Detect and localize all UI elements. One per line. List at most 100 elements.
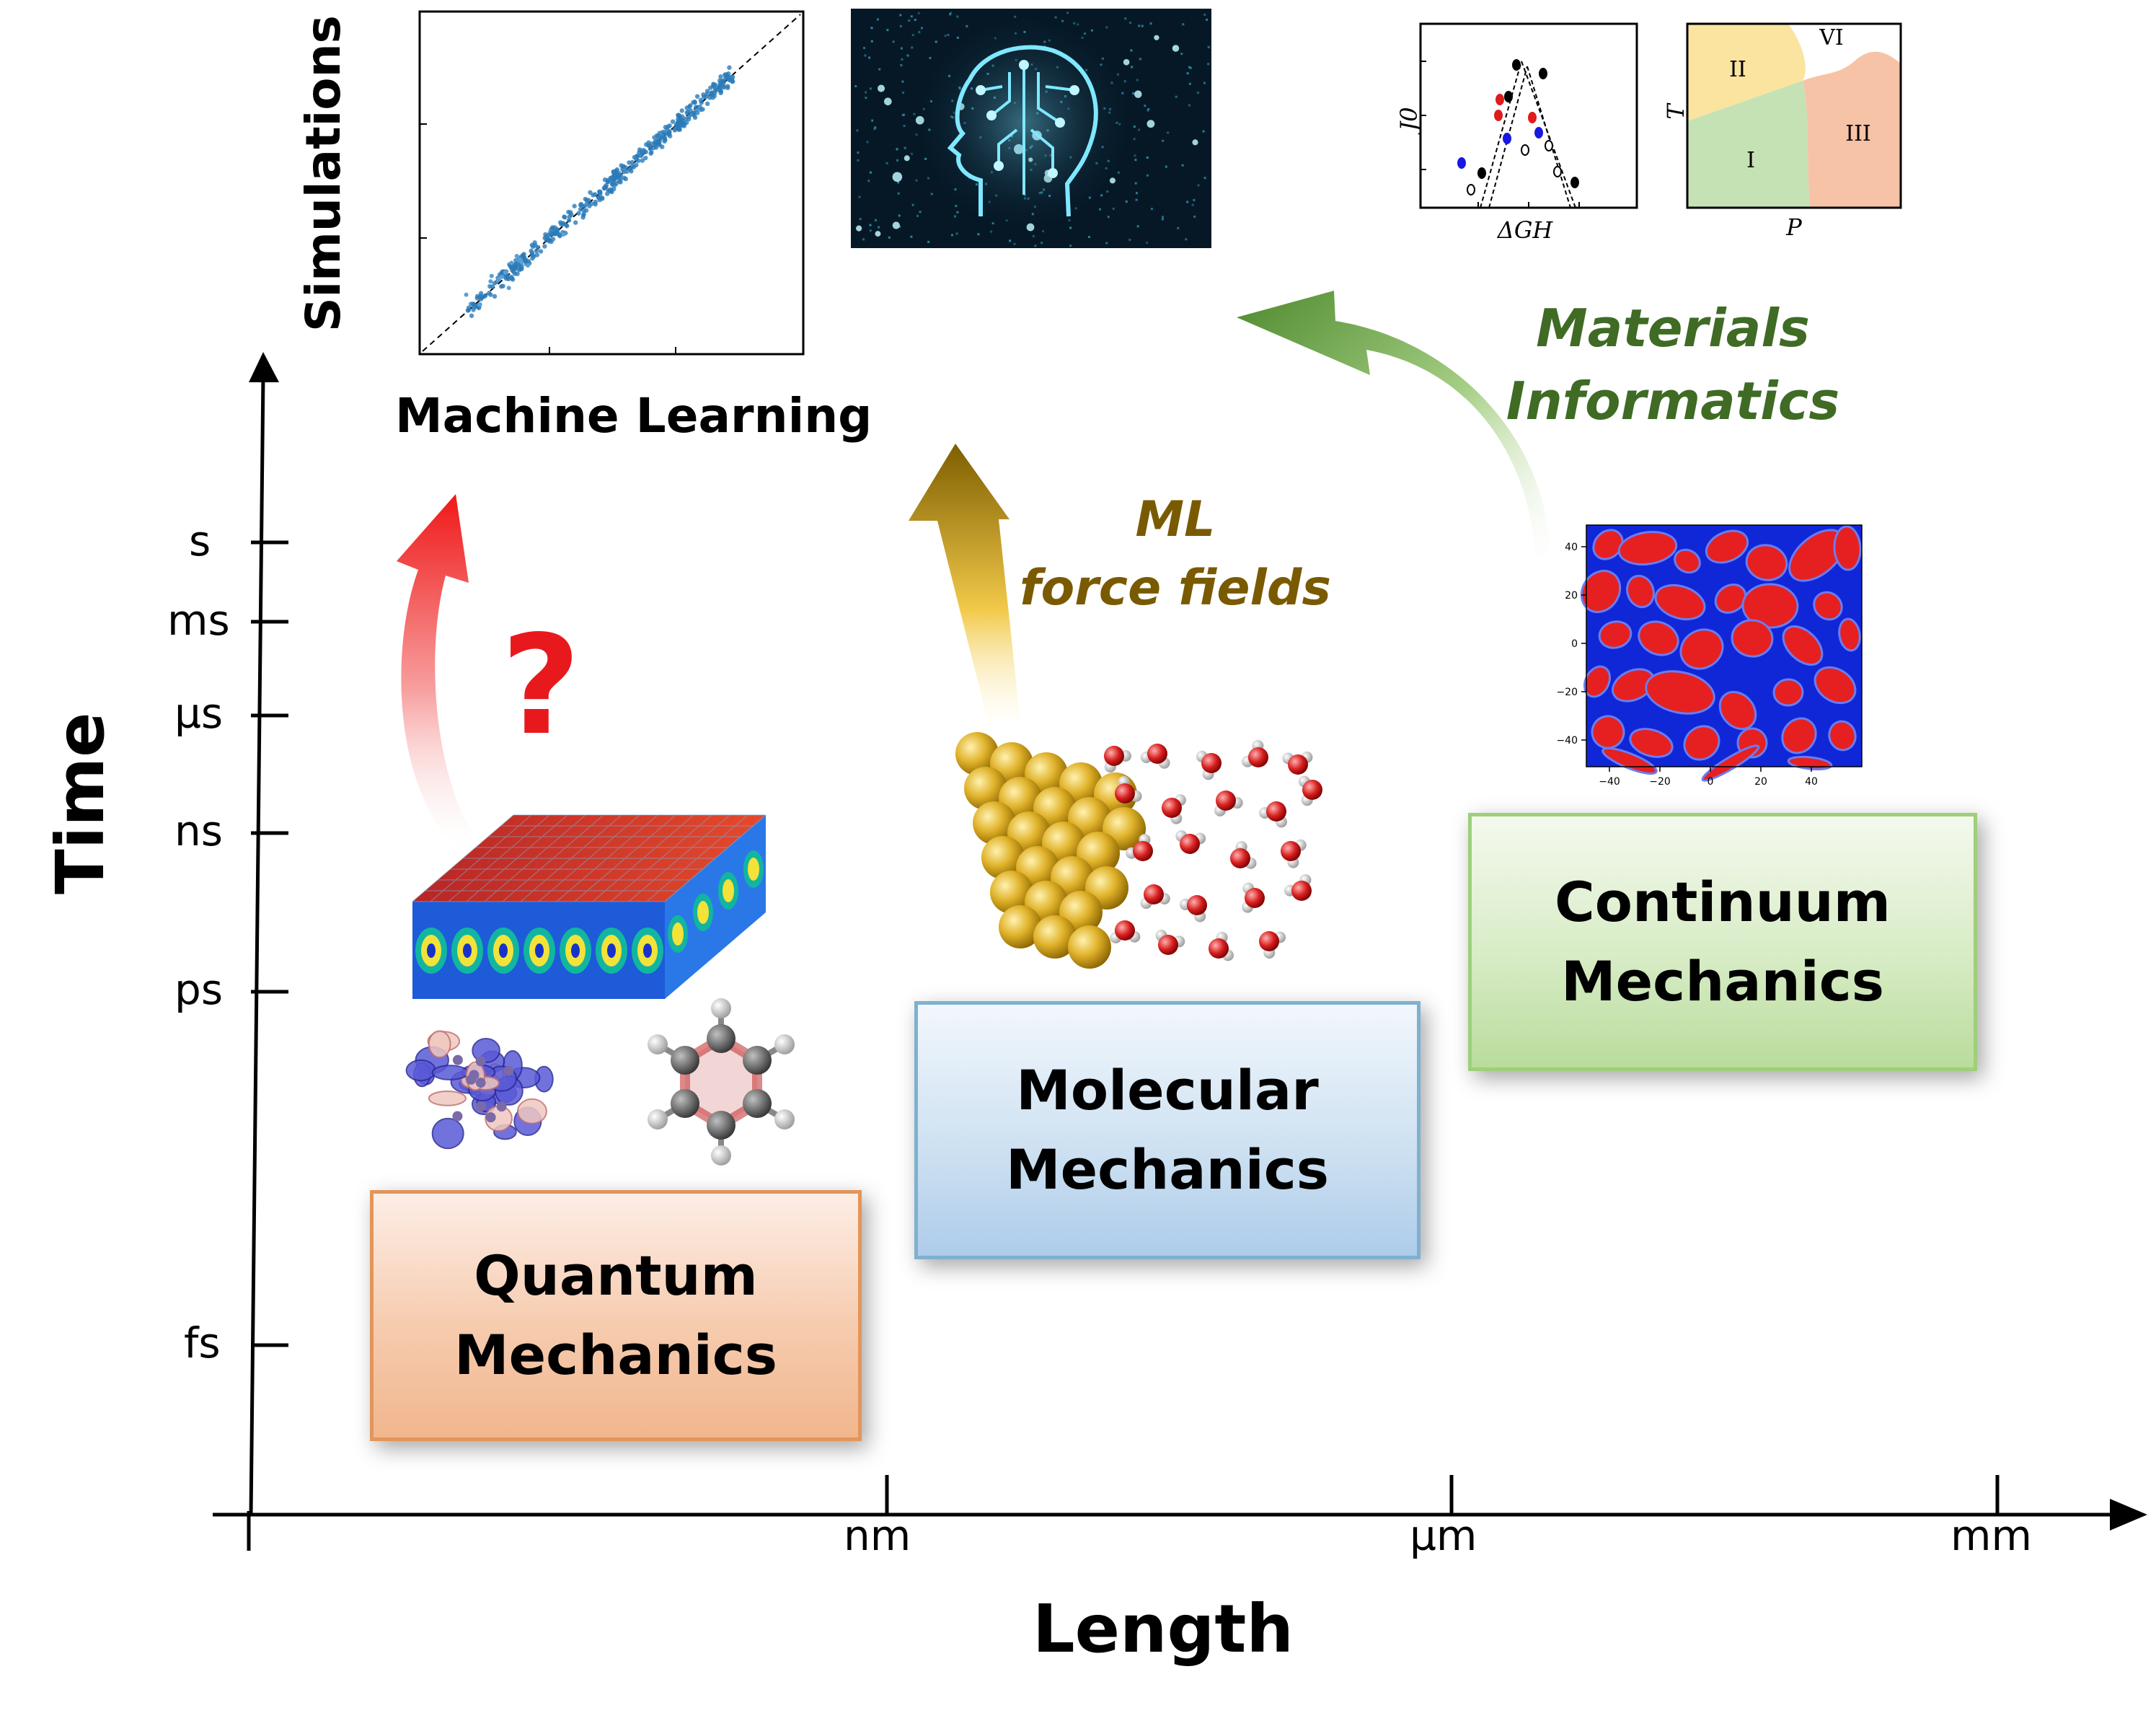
- binary-dot: [863, 46, 866, 49]
- parity-point: [488, 279, 493, 284]
- orbital-atom: [476, 1101, 487, 1111]
- binary-dot: [927, 240, 930, 243]
- binary-dot: [908, 19, 911, 22]
- slab-cell: [748, 858, 759, 881]
- y-tick-ns: ns: [174, 806, 223, 855]
- binary-dot: [865, 91, 867, 94]
- water-oxygen: [1291, 881, 1312, 901]
- parity-point: [652, 135, 657, 140]
- simulations-ylabel: Simulations: [296, 15, 351, 332]
- binary-dot: [1203, 177, 1206, 180]
- parity-point: [478, 295, 483, 300]
- binary-dot: [1128, 239, 1131, 242]
- orbital-lobe: [516, 1098, 547, 1124]
- parity-point: [619, 163, 624, 168]
- binary-dot: [1013, 242, 1016, 245]
- x-tick-um: µm: [1410, 1511, 1477, 1560]
- binary-dot: [901, 80, 904, 83]
- carbon-atom: [671, 1046, 699, 1075]
- phase-blob: [1745, 544, 1788, 581]
- parity-point: [549, 239, 554, 245]
- parity-point: [474, 296, 480, 301]
- binary-dot: [1077, 23, 1079, 26]
- binary-dot: [1131, 66, 1134, 69]
- binary-dot: [1188, 104, 1190, 107]
- water-oxygen: [1245, 888, 1265, 908]
- binary-dot: [903, 125, 906, 128]
- water-oxygen: [1104, 746, 1124, 766]
- parity-point: [679, 108, 684, 113]
- binary-dot: [918, 31, 921, 33]
- parity-point: [684, 110, 689, 115]
- phase-blob: [1718, 690, 1757, 731]
- binary-dot: [1132, 92, 1135, 95]
- binary-dot: [1203, 13, 1206, 16]
- binary-dot: [1188, 66, 1191, 69]
- binary-dot: [1189, 66, 1192, 69]
- parity-point: [487, 283, 492, 289]
- contour-x-tick-label: 40: [1805, 776, 1818, 788]
- continuum-mechanics-box: Continuum Mechanics: [1468, 813, 1977, 1071]
- binary-dot: [1133, 125, 1136, 128]
- water-oxygen: [1144, 884, 1164, 904]
- binary-dot: [1149, 22, 1152, 25]
- binary-dot: [1138, 25, 1141, 27]
- parity-point: [714, 87, 720, 92]
- parity-point: [609, 187, 614, 192]
- hydrogen-atom: [711, 998, 731, 1018]
- parity-point: [730, 74, 735, 79]
- water-oxygen: [1162, 798, 1182, 818]
- binary-dot: [951, 234, 954, 237]
- binary-dot: [1107, 216, 1110, 219]
- binary-dot: [911, 46, 914, 49]
- orbital-atom: [475, 1078, 486, 1088]
- parity-point: [730, 79, 735, 84]
- parity-point: [593, 199, 598, 205]
- binary-dot: [910, 15, 913, 18]
- binary-dot: [956, 15, 959, 18]
- binary-dot: [1136, 79, 1139, 82]
- star-light: [1147, 120, 1155, 128]
- contour-y-tick-label: 40: [1565, 542, 1578, 553]
- binary-dot: [911, 34, 914, 37]
- binary-dot: [1206, 18, 1209, 21]
- binary-dot: [868, 56, 871, 59]
- binary-dot: [920, 27, 923, 30]
- binary-dot: [859, 218, 862, 221]
- parity-point: [534, 248, 539, 254]
- carbon-atom: [707, 1111, 735, 1140]
- volcano-point: [1494, 110, 1503, 121]
- phase-blob: [1705, 529, 1749, 564]
- machine-learning-title: Machine Learning: [395, 388, 872, 444]
- star-light: [883, 97, 892, 106]
- parity-point: [663, 131, 668, 136]
- parity-point: [561, 232, 566, 237]
- parity-point: [506, 276, 511, 282]
- x-ticks: [885, 1475, 2000, 1515]
- binary-dot: [1069, 245, 1072, 247]
- binary-dot: [949, 12, 952, 14]
- orbital-lobe: [405, 1059, 436, 1082]
- binary-dot: [900, 63, 903, 66]
- slab-cell: [672, 922, 684, 946]
- hydrogen-atom: [774, 1109, 795, 1129]
- parity-point: [636, 158, 641, 164]
- parity-point: [542, 244, 547, 249]
- binary-dot: [869, 171, 872, 174]
- parity-point: [725, 84, 730, 89]
- binary-dot: [947, 33, 950, 36]
- binary-dot: [1175, 95, 1178, 98]
- binary-dot: [901, 58, 904, 61]
- parity-point: [532, 240, 537, 245]
- water-oxygen: [1201, 753, 1221, 773]
- orbital-lobe: [431, 1065, 469, 1080]
- continuum-box-line1: Continuum: [1555, 869, 1891, 934]
- binary-dot: [990, 230, 993, 233]
- volcano-point: [1528, 112, 1537, 123]
- molecular-box-line2: Mechanics: [1005, 1137, 1330, 1202]
- volcano-point: [1570, 177, 1579, 188]
- gold-atom: [1068, 925, 1111, 969]
- quantum-to-ml-arrow: [397, 494, 480, 853]
- parity-point: [614, 180, 619, 186]
